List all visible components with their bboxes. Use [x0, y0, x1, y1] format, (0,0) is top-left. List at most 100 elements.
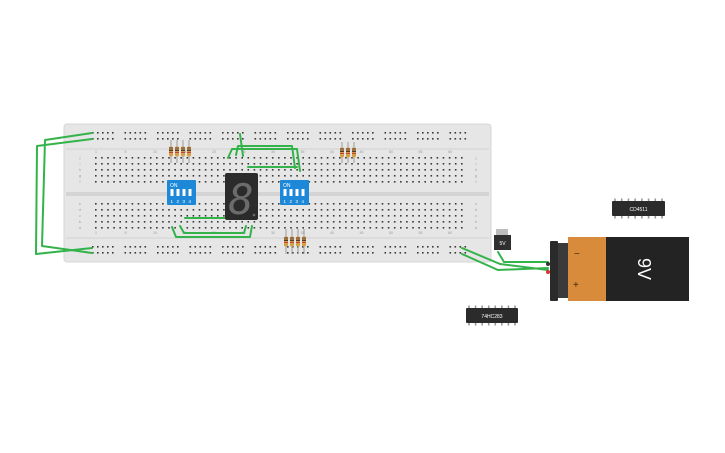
terminal-hole[interactable]	[156, 169, 158, 171]
terminal-hole[interactable]	[363, 169, 365, 171]
rail-hole[interactable]	[237, 252, 239, 254]
terminal-hole[interactable]	[393, 221, 396, 223]
rail-hole[interactable]	[297, 132, 299, 134]
terminal-hole[interactable]	[375, 163, 378, 165]
terminal-hole[interactable]	[223, 169, 225, 171]
terminal-hole[interactable]	[345, 175, 347, 177]
terminal-hole[interactable]	[290, 163, 292, 165]
rail-hole[interactable]	[264, 138, 267, 140]
terminal-hole[interactable]	[375, 169, 378, 171]
terminal-hole[interactable]	[314, 203, 317, 205]
wires[interactable]	[35, 132, 549, 271]
terminal-hole[interactable]	[210, 227, 213, 229]
terminal-hole[interactable]	[406, 157, 408, 159]
terminal-hole[interactable]	[308, 157, 311, 159]
terminal-hole[interactable]	[326, 163, 329, 165]
rail-hole[interactable]	[389, 138, 392, 140]
terminal-hole[interactable]	[125, 157, 128, 159]
rail-hole[interactable]	[389, 132, 392, 134]
terminal-hole[interactable]	[393, 215, 396, 217]
terminal-hole[interactable]	[113, 227, 115, 229]
terminal-hole[interactable]	[454, 209, 457, 211]
terminal-hole[interactable]	[357, 221, 359, 223]
terminal-hole[interactable]	[174, 163, 176, 165]
terminal-hole[interactable]	[131, 203, 134, 205]
terminal-hole[interactable]	[204, 209, 207, 211]
rail-hole[interactable]	[437, 246, 439, 248]
rail-hole[interactable]	[399, 132, 402, 134]
terminal-hole[interactable]	[223, 181, 225, 183]
terminal-hole[interactable]	[296, 215, 298, 217]
terminal-hole[interactable]	[278, 227, 280, 229]
terminal-hole[interactable]	[180, 175, 182, 177]
terminal-hole[interactable]	[351, 163, 353, 165]
terminal-hole[interactable]	[461, 221, 463, 223]
dip-switch-right-toggle-3[interactable]	[295, 189, 299, 196]
rail-hole[interactable]	[432, 138, 434, 140]
terminal-hole[interactable]	[412, 227, 414, 229]
rail-hole[interactable]	[269, 132, 272, 134]
ic-chip-cd4511[interactable]: CD4511	[612, 201, 665, 216]
terminal-hole[interactable]	[271, 209, 274, 211]
rail-hole[interactable]	[319, 246, 322, 248]
terminal-hole[interactable]	[101, 163, 103, 165]
chip-top-body[interactable]	[612, 201, 665, 216]
rail-hole[interactable]	[242, 132, 244, 134]
terminal-hole[interactable]	[406, 221, 408, 223]
terminal-hole[interactable]	[369, 169, 372, 171]
terminal-hole[interactable]	[95, 209, 97, 211]
terminal-hole[interactable]	[430, 215, 433, 217]
terminal-hole[interactable]	[259, 163, 262, 165]
terminal-hole[interactable]	[406, 175, 408, 177]
terminal-hole[interactable]	[180, 163, 182, 165]
terminal-hole[interactable]	[326, 209, 329, 211]
terminal-hole[interactable]	[393, 227, 396, 229]
rail-hole[interactable]	[432, 246, 434, 248]
rail-hole[interactable]	[102, 252, 104, 254]
terminal-hole[interactable]	[131, 163, 134, 165]
terminal-hole[interactable]	[326, 203, 329, 205]
rail-hole[interactable]	[264, 132, 267, 134]
terminal-hole[interactable]	[406, 203, 408, 205]
terminal-hole[interactable]	[393, 169, 396, 171]
terminal-hole[interactable]	[369, 203, 372, 205]
terminal-hole[interactable]	[186, 215, 189, 217]
terminal-hole[interactable]	[162, 203, 164, 205]
terminal-hole[interactable]	[314, 163, 317, 165]
terminal-hole[interactable]	[332, 227, 335, 229]
terminal-hole[interactable]	[369, 163, 372, 165]
terminal-hole[interactable]	[351, 203, 353, 205]
rail-hole[interactable]	[339, 252, 342, 254]
terminal-hole[interactable]	[375, 221, 378, 223]
terminal-hole[interactable]	[265, 203, 268, 205]
terminal-hole[interactable]	[290, 169, 292, 171]
terminal-hole[interactable]	[436, 209, 439, 211]
terminal-hole[interactable]	[259, 215, 262, 217]
wire-top-cross[interactable]	[227, 148, 301, 172]
rail-hole[interactable]	[454, 252, 457, 254]
terminal-hole[interactable]	[302, 169, 304, 171]
terminal-hole[interactable]	[351, 227, 353, 229]
terminal-hole[interactable]	[430, 203, 433, 205]
terminal-hole[interactable]	[430, 169, 433, 171]
wire-bottom-loop[interactable]	[171, 225, 253, 238]
terminal-hole[interactable]	[339, 203, 341, 205]
terminal-hole[interactable]	[241, 157, 243, 159]
rail-hole[interactable]	[222, 132, 224, 134]
terminal-hole[interactable]	[223, 221, 225, 223]
terminal-hole[interactable]	[400, 169, 402, 171]
rail-hole[interactable]	[162, 138, 164, 140]
rail-hole[interactable]	[334, 246, 337, 248]
terminal-hole[interactable]	[131, 169, 134, 171]
terminal-hole[interactable]	[125, 181, 128, 183]
terminal-hole[interactable]	[253, 157, 256, 159]
terminal-hole[interactable]	[387, 227, 390, 229]
terminal-hole[interactable]	[229, 163, 231, 165]
rail-hole[interactable]	[384, 252, 387, 254]
terminal-hole[interactable]	[461, 175, 463, 177]
terminal-hole[interactable]	[320, 157, 323, 159]
terminal-hole[interactable]	[265, 169, 268, 171]
rail-hole[interactable]	[417, 132, 419, 134]
terminal-hole[interactable]	[381, 209, 384, 211]
terminal-hole[interactable]	[412, 163, 414, 165]
